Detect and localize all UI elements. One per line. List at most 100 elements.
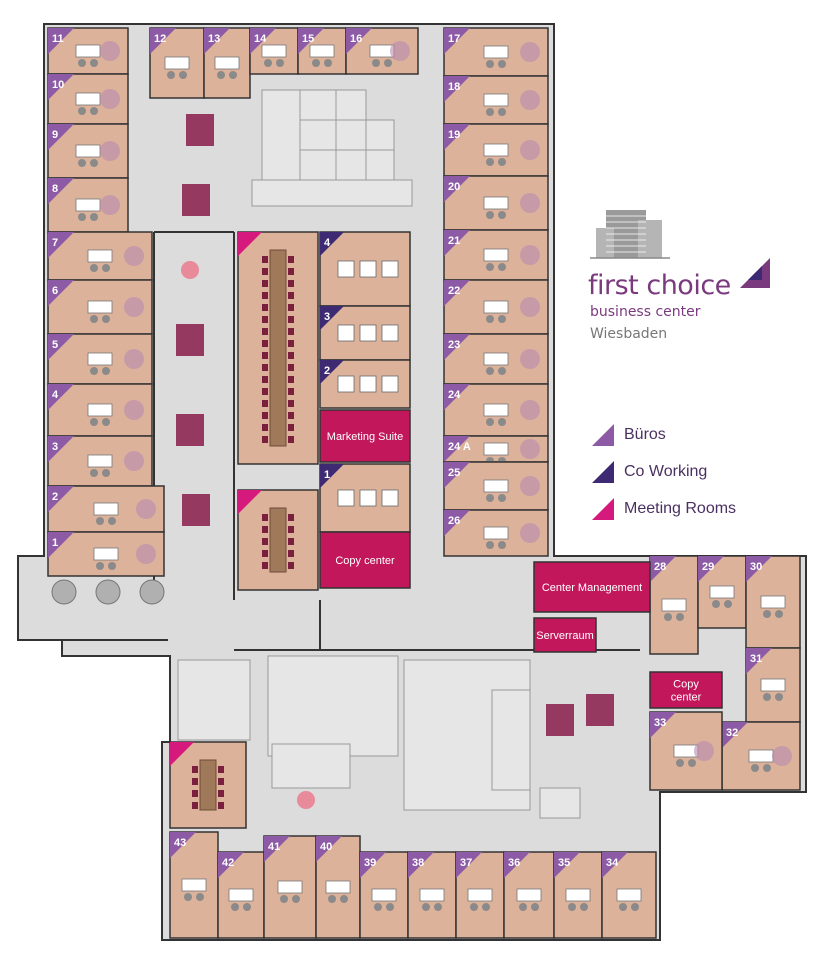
- office-room: 42: [217, 851, 265, 939]
- office-marker-icon: [48, 436, 74, 462]
- triangle-marker-icon: [592, 498, 614, 520]
- lounge-table-icon: [520, 90, 540, 110]
- lounge-seating-icon: [182, 184, 210, 216]
- legend-label: Co Working: [624, 463, 708, 480]
- office-number: 23: [448, 339, 460, 351]
- coworking-number: 4: [324, 237, 331, 249]
- coworking-number: 1: [324, 469, 330, 481]
- lounge-table-icon: [100, 195, 120, 215]
- triangle-marker-icon: [592, 424, 614, 446]
- office-room: 41: [263, 835, 317, 939]
- lounge-table-icon: [390, 41, 410, 61]
- lounge-table-icon: [124, 349, 144, 369]
- chair-icon: [288, 280, 294, 287]
- office-marker-icon: [360, 852, 386, 878]
- chair-icon: [482, 903, 490, 911]
- chair-icon: [90, 469, 98, 477]
- chair-icon: [262, 304, 268, 311]
- office-room: 15: [297, 27, 347, 75]
- office-marker-icon: [48, 178, 74, 204]
- chair-icon: [519, 903, 527, 911]
- lounge-table-icon: [124, 246, 144, 266]
- meeting-room-label: Serverraum: [536, 630, 593, 642]
- lounge-table-icon: [520, 42, 540, 62]
- desk-icon: [337, 260, 355, 278]
- office-number: 15: [302, 33, 314, 45]
- lounge-table-icon: [100, 89, 120, 109]
- lounge-seating-icon: [586, 694, 614, 726]
- office-number: 29: [702, 561, 714, 573]
- desk-icon: [483, 479, 509, 493]
- office-marker-icon: [456, 852, 482, 878]
- chair-icon: [498, 158, 506, 166]
- chair-icon: [384, 59, 392, 67]
- desk-icon: [75, 198, 101, 212]
- chair-icon: [498, 494, 506, 502]
- desk-icon: [87, 403, 113, 417]
- chair-icon: [90, 107, 98, 115]
- chair-icon: [218, 766, 224, 773]
- desk-icon: [325, 880, 351, 894]
- desk-icon: [616, 888, 642, 902]
- office-number: 30: [750, 561, 762, 573]
- desk-icon: [359, 375, 377, 393]
- conference-room: [237, 231, 319, 465]
- lounge-table-icon: [520, 523, 540, 543]
- lounge-table-icon: [136, 544, 156, 564]
- office-number: 31: [750, 653, 762, 665]
- chair-icon: [288, 514, 294, 521]
- chair-icon: [288, 436, 294, 443]
- office-room: 43: [169, 831, 219, 939]
- desk-icon: [214, 56, 240, 70]
- desk-icon: [75, 92, 101, 106]
- office-marker-icon: [250, 28, 276, 54]
- office-marker-icon: [602, 852, 628, 878]
- office-room: 40: [315, 835, 361, 939]
- chair-icon: [486, 418, 494, 426]
- meeting-room: Center Management: [533, 561, 651, 613]
- lounge-table-icon: [520, 193, 540, 213]
- desk-icon: [381, 260, 399, 278]
- chair-icon: [262, 316, 268, 323]
- building-core: [177, 89, 581, 819]
- chair-icon: [486, 263, 494, 271]
- lounge-table-icon: [520, 400, 540, 420]
- chair-icon: [196, 893, 204, 901]
- chair-icon: [262, 256, 268, 263]
- chair-icon: [78, 107, 86, 115]
- chair-icon: [262, 268, 268, 275]
- desk-icon: [760, 678, 786, 692]
- chair-icon: [288, 256, 294, 263]
- office-number: 40: [320, 841, 332, 853]
- desk-icon: [181, 878, 207, 892]
- meeting-marker-icon: [238, 232, 262, 256]
- conference-table-icon: [199, 759, 217, 811]
- office-room: 9: [47, 123, 129, 179]
- chair-icon: [218, 790, 224, 797]
- office-room: 25: [443, 461, 549, 511]
- office-room: 34: [601, 851, 657, 939]
- office-number: 18: [448, 81, 460, 93]
- meeting-marker-icon: [170, 742, 194, 766]
- chair-icon: [498, 60, 506, 68]
- chair-icon: [262, 550, 268, 557]
- chair-icon: [288, 424, 294, 431]
- chair-icon: [229, 71, 237, 79]
- coworking-number: 2: [324, 365, 330, 377]
- office-number: 41: [268, 841, 280, 853]
- office-room: 10: [47, 73, 129, 125]
- chair-icon: [90, 418, 98, 426]
- chair-icon: [78, 159, 86, 167]
- desk-icon: [419, 888, 445, 902]
- chair-icon: [498, 108, 506, 116]
- desk-icon: [483, 403, 509, 417]
- desk-icon: [483, 526, 509, 540]
- lounge-table-icon: [136, 499, 156, 519]
- chair-icon: [724, 600, 732, 608]
- office-number: 37: [460, 857, 472, 869]
- coworking-marker-icon: [320, 464, 344, 488]
- office-room: 33: [649, 711, 723, 791]
- office-marker-icon: [48, 28, 74, 54]
- conference-room: [169, 741, 247, 829]
- chair-icon: [580, 903, 588, 911]
